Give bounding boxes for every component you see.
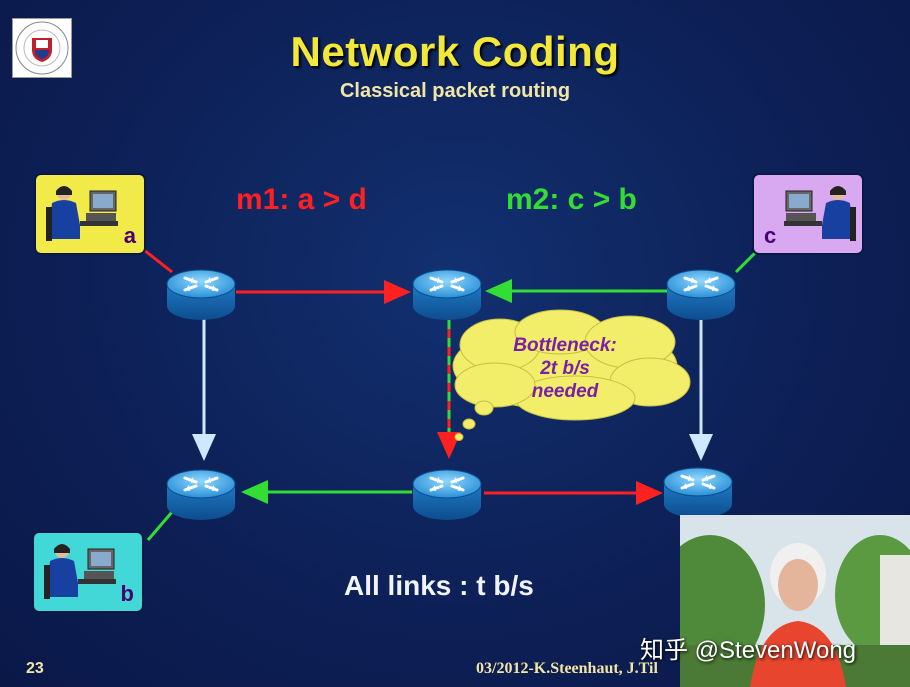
- host-b-label: b: [120, 581, 134, 606]
- link-b-r4: [146, 511, 174, 541]
- slide-subtitle: Classical packet routing: [339, 80, 571, 102]
- router-bottom-left: [165, 468, 237, 522]
- host-a: a: [34, 173, 146, 255]
- router-top-left: [165, 268, 237, 322]
- message-m2-label: m2: c > b: [506, 183, 637, 216]
- bottleneck-text: Bottleneck: 2t b/s needed: [470, 334, 660, 403]
- computer-user-icon: [44, 544, 116, 599]
- zhihu-watermark: 知乎 @StevenWong: [640, 637, 857, 664]
- bottleneck-bubble: [452, 309, 691, 441]
- webcam-video: [680, 515, 910, 687]
- bottleneck-line-2: 2t b/s: [540, 358, 590, 379]
- slide-footer: 03/2012-K.Steenhaut, J.Til: [476, 660, 658, 677]
- router-top-middle: [411, 268, 483, 322]
- slide-title: Network Coding: [290, 28, 620, 75]
- computer-user-icon: [46, 186, 118, 241]
- router-bottom-right: [662, 466, 734, 520]
- link-a-r1: [143, 248, 173, 274]
- slide-number: 23: [26, 660, 44, 677]
- computer-user-icon: [784, 186, 856, 241]
- router-top-right: [665, 268, 737, 322]
- host-a-label: a: [123, 223, 136, 248]
- university-logo: [12, 18, 72, 78]
- host-c: c: [752, 173, 864, 255]
- bottleneck-line-1: Bottleneck:: [513, 335, 617, 356]
- message-m1-label: m1: a > d: [236, 183, 367, 216]
- link-capacity-note: All links : t b/s: [344, 570, 534, 601]
- host-b: b: [32, 531, 144, 613]
- host-c-label: c: [764, 223, 777, 248]
- router-bottom-middle: [411, 468, 483, 522]
- bottleneck-line-3: needed: [531, 381, 599, 402]
